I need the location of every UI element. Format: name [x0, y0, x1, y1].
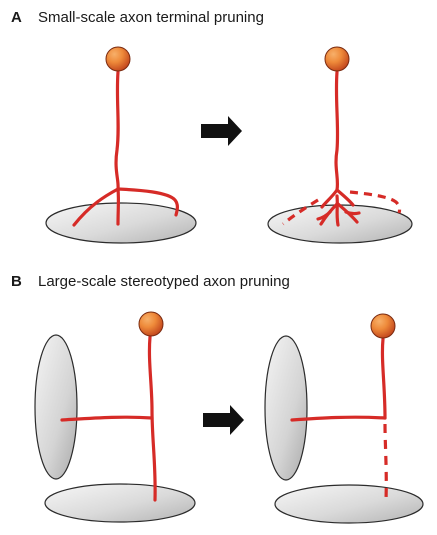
axon-b-left: [60, 335, 157, 502]
axon-b-right: [290, 337, 387, 422]
soma-a-left: [105, 46, 131, 72]
arrow-right-icon-b: [203, 405, 244, 435]
panel-b-before: [34, 311, 196, 523]
panel-b-after: [264, 313, 424, 524]
panel-b-title: Large-scale stereotyped axon pruning: [38, 273, 290, 290]
soma-b-right: [370, 313, 396, 339]
panel-a-title: Small-scale axon terminal pruning: [38, 9, 264, 26]
axon-a-left: [72, 70, 179, 227]
panel-a-label: A Small-scale axon terminal pruning: [11, 9, 264, 26]
soma-a-right: [324, 46, 350, 72]
pruned-branches-a-right: [282, 190, 402, 226]
panel-a-after: [267, 46, 413, 244]
target-field-b-right-vertical: [264, 335, 308, 481]
soma-b-left: [138, 311, 164, 337]
target-field-b-left-vertical: [34, 334, 78, 480]
arrow-right-icon-a: [201, 116, 242, 146]
panel-a-letter: A: [11, 9, 22, 26]
target-field-a-right: [267, 204, 413, 244]
axon-a-right: [316, 70, 361, 227]
panel-b-label: B Large-scale stereotyped axon pruning: [11, 273, 290, 290]
pruned-branch-b-right: [383, 423, 388, 501]
target-field-b-left-horizontal: [44, 483, 196, 523]
panel-b-letter: B: [11, 273, 22, 290]
target-field-a-left: [45, 202, 197, 244]
target-field-b-right-horizontal: [274, 484, 424, 524]
panel-a-before: [45, 46, 197, 244]
